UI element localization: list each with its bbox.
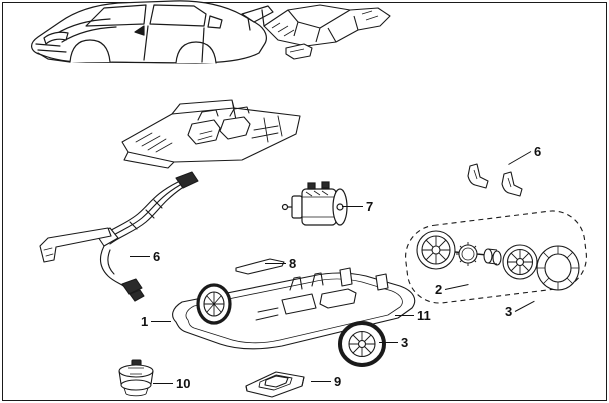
leader-line [445, 284, 469, 290]
leader-line [395, 315, 414, 316]
part-number: 3 [505, 304, 513, 319]
leader-line [153, 383, 173, 384]
rear-wheel [196, 283, 232, 325]
part-number: 6 [534, 144, 542, 159]
leader-line [265, 263, 286, 264]
guide-mount-drawing [108, 358, 166, 400]
leader-line [342, 206, 363, 207]
dashed-boundary [405, 210, 587, 304]
front-wheel [338, 321, 386, 367]
spacer-plate-drawing [232, 256, 288, 276]
car-body-shell-drawing [26, 0, 274, 70]
part-number: 2 [435, 282, 443, 297]
callout-chip-cover: 9 [311, 375, 341, 388]
bushing [483, 248, 493, 264]
part-number: 9 [334, 374, 342, 389]
cockpit-interior-drawing [114, 90, 309, 170]
callout-chassis: 1 [141, 314, 172, 329]
part-number: 3 [401, 335, 409, 350]
bushing [492, 250, 502, 266]
part-number: 8 [289, 256, 297, 271]
tire [536, 245, 580, 291]
part-number: 10 [176, 376, 191, 391]
axle-assembly-drawing [400, 210, 592, 308]
part-number: 6 [153, 249, 161, 264]
callout-axle-assembly: 2 [435, 283, 469, 296]
leader-line [151, 321, 172, 322]
callout-motor: 7 [342, 200, 373, 213]
leader-line [311, 381, 331, 382]
motor-drawing [278, 180, 358, 232]
body-posts [339, 267, 389, 291]
gear [456, 242, 480, 266]
callout-guide-mount: 10 [153, 377, 190, 390]
right-spoked-wheel [502, 244, 538, 280]
callout-spacer-plate: 8 [265, 257, 296, 270]
part-number: 11 [417, 308, 431, 323]
callout-side-frame: 11 [395, 309, 431, 322]
inner-fender-panel-drawing [258, 2, 396, 62]
leader-line [379, 342, 398, 343]
chassis-drawing [162, 260, 430, 372]
chip-cover-drawing [242, 364, 310, 400]
callout-wiring-harness: 6 [130, 250, 160, 263]
part-number: 7 [366, 199, 374, 214]
part-number: 1 [141, 314, 149, 329]
wiring-harness-drawing [34, 170, 214, 308]
callout-front-wheel: 3 [379, 336, 408, 349]
left-spoked-wheel [416, 230, 456, 270]
callout-clips: 6 [505, 144, 542, 165]
callout-spare-tire: 3 [505, 300, 537, 319]
mounting-clips-drawing [460, 160, 532, 212]
leader-line [130, 256, 150, 257]
